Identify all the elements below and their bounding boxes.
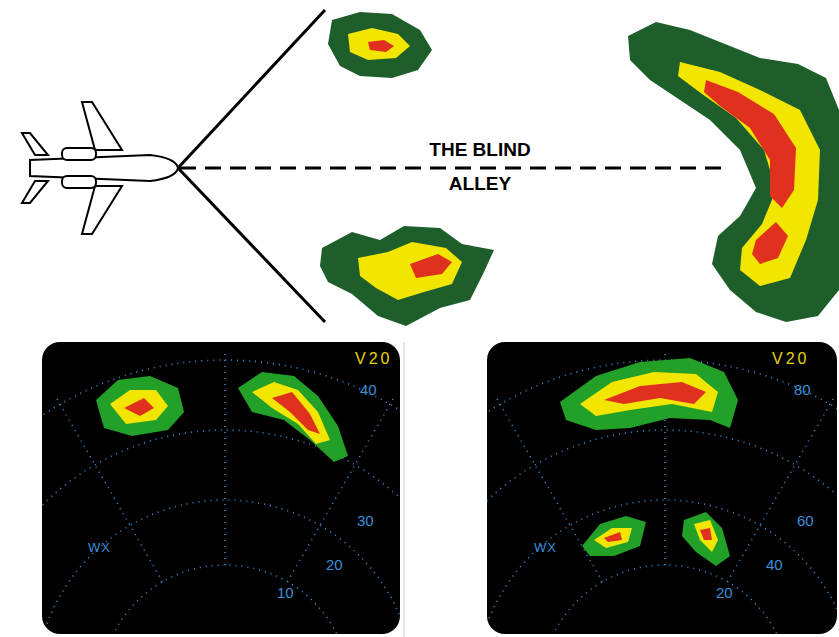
radar-return	[560, 358, 738, 566]
range-mark: 40	[360, 382, 377, 397]
storm-cell	[328, 12, 432, 78]
range-ring	[487, 500, 837, 634]
range-mark: 10	[277, 585, 294, 600]
azimuth-line	[224, 350, 226, 565]
scan-limit-line	[178, 10, 325, 168]
range-mark: 40	[766, 557, 783, 572]
range-mark: 60	[797, 513, 814, 528]
range-mark: 20	[716, 585, 733, 600]
storm-cell	[628, 22, 839, 322]
blind-alley-label: THE BLIND ALLEY	[415, 133, 545, 201]
range-grid	[42, 350, 400, 634]
storm-cell	[320, 226, 494, 326]
radar-return	[96, 372, 348, 462]
range-setting: V20	[355, 351, 392, 367]
range-ring	[487, 430, 837, 623]
range-ring	[544, 565, 785, 634]
range-mark: 80	[794, 382, 811, 397]
azimuth-line	[728, 396, 836, 582]
range-grid	[487, 350, 837, 634]
range-ring	[42, 360, 400, 605]
range-ring	[42, 500, 400, 634]
radar-screen	[487, 342, 837, 634]
scan-limit-line	[178, 168, 325, 322]
mode-label: WX	[88, 541, 111, 554]
range-mark: 20	[326, 557, 343, 572]
radar-screen	[42, 342, 400, 634]
dashed-track-line	[180, 167, 730, 170]
airplane	[22, 102, 178, 234]
range-ring	[42, 430, 400, 623]
range-ring	[487, 360, 837, 605]
range-mark: 30	[357, 513, 374, 528]
range-ring	[104, 565, 345, 634]
mode-label: WX	[534, 541, 557, 554]
range-setting: V20	[772, 351, 809, 367]
